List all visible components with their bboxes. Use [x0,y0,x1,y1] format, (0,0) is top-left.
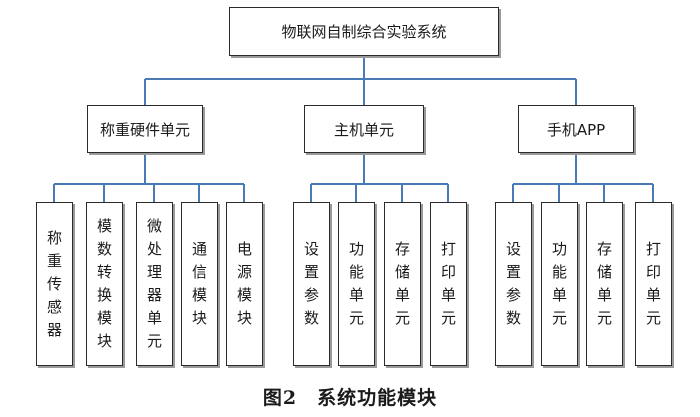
leaf-label: 电源模块 [236,240,252,327]
leaf-label: 存储单元 [596,240,612,327]
group-node-mobile-app: 手机APP [518,105,634,153]
leaf-node: 设置参数 [495,202,532,366]
leaf-label: 功能单元 [551,240,567,327]
leaf-label: 设置参数 [303,240,319,327]
leaf-node: 微处理器单元 [136,202,173,366]
leaf-node: 模数转换模块 [86,202,123,366]
group-label: 手机APP [546,120,606,139]
group-node-weighing-hardware: 称重硬件单元 [87,105,203,153]
leaf-label: 微处理器单元 [146,217,162,350]
leaf-node: 称重传感器 [36,202,73,366]
leaf-label: 功能单元 [348,240,364,327]
leaf-label: 存储单元 [394,240,410,327]
figure-caption: 图2 系统功能模块 [262,387,438,409]
leaf-node: 功能单元 [541,202,578,366]
leaf-node: 存储单元 [586,202,623,366]
leaf-node: 存储单元 [384,202,421,366]
leaf-label: 打印单元 [440,240,456,327]
leaf-label: 模数转换模块 [96,217,112,350]
root-node: 物联网自制综合实验系统 [229,7,499,56]
leaf-node: 设置参数 [293,202,330,366]
leaf-node: 通信模块 [181,202,218,366]
leaf-label: 通信模块 [191,240,207,327]
leaf-node: 打印单元 [430,202,467,366]
leaf-node: 打印单元 [635,202,672,366]
group-label: 称重硬件单元 [99,120,190,139]
leaf-node: 电源模块 [226,202,263,366]
group-label: 主机单元 [333,120,394,139]
leaf-label: 打印单元 [645,240,661,327]
group-node-host-unit: 主机单元 [304,105,424,153]
leaf-label: 设置参数 [505,240,521,327]
leaf-label: 称重传感器 [46,228,62,339]
root-label: 物联网自制综合实验系统 [281,23,447,41]
leaf-node: 功能单元 [338,202,375,366]
